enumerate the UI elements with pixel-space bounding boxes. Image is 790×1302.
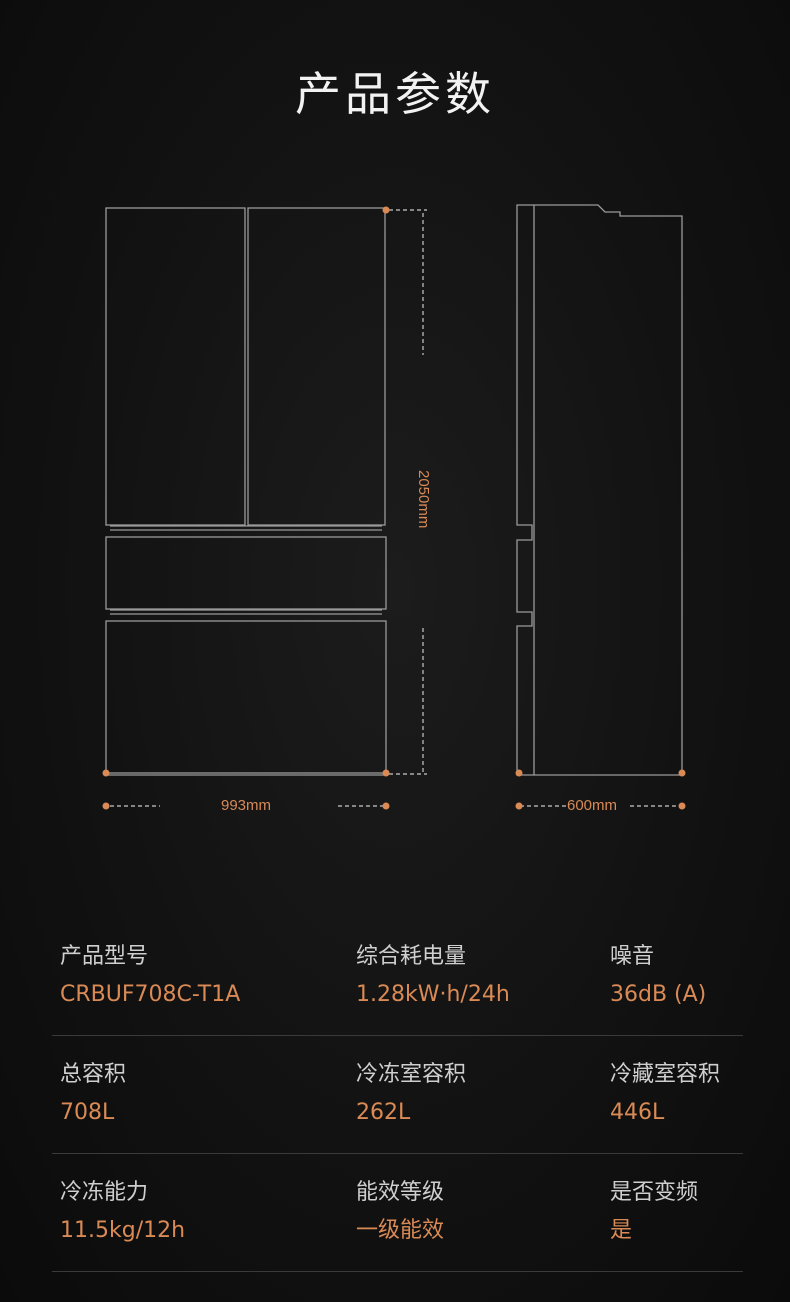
- spec-row: 总容积 708L 冷冻室容积 262L 冷藏室容积 446L: [52, 1036, 743, 1154]
- spec-cell: 冷冻室容积 262L: [356, 1060, 466, 1128]
- spec-value: 708L: [60, 1100, 115, 1125]
- spec-label: 冷冻能力: [60, 1180, 149, 1205]
- spec-cell: 是否变频 是: [610, 1178, 698, 1246]
- spec-value: 262L: [356, 1100, 411, 1125]
- spec-table: 产品型号 CRBUF708C-T1A 综合耗电量 1.28kW·h/24h 噪音…: [52, 918, 743, 1272]
- spec-label: 噪音: [610, 944, 655, 969]
- spec-cell: 噪音 36dB (A): [610, 942, 706, 1010]
- page-title: 产品参数: [295, 67, 495, 121]
- spec-value: 36dB (A): [610, 982, 707, 1007]
- width-dimension-label: 993mm: [221, 797, 272, 814]
- spec-label: 总容积: [60, 1062, 127, 1087]
- fridge-dimension-diagram: [102, 204, 686, 810]
- spec-label: 产品型号: [60, 944, 149, 969]
- dim-dot: [382, 206, 390, 214]
- spec-label: 是否变频: [610, 1180, 699, 1205]
- spec-cell: 总容积 708L: [60, 1060, 126, 1128]
- dim-dot: [678, 802, 686, 810]
- height-dimension-label: 2050mm: [415, 470, 432, 529]
- spec-label: 综合耗电量: [356, 944, 467, 969]
- spec-label: 冷藏室容积: [610, 1062, 721, 1087]
- spec-cell: 冷冻能力 11.5kg/12h: [60, 1178, 185, 1246]
- spec-cell: 能效等级 一级能效: [356, 1178, 444, 1246]
- spec-cell: 冷藏室容积 446L: [610, 1060, 720, 1128]
- dim-dot: [382, 802, 390, 810]
- front-bottom-drawer: [105, 620, 387, 774]
- dim-dot: [515, 802, 523, 810]
- dim-dot: [102, 802, 110, 810]
- spec-value: 11.5kg/12h: [60, 1218, 186, 1243]
- spec-value: CRBUF708C-T1A: [60, 982, 241, 1007]
- spec-cell: 综合耗电量 1.28kW·h/24h: [356, 942, 510, 1010]
- front-right-door: [247, 207, 386, 526]
- spec-value: 446L: [610, 1100, 665, 1125]
- spec-row: 产品型号 CRBUF708C-T1A 综合耗电量 1.28kW·h/24h 噪音…: [52, 918, 743, 1036]
- spec-label: 能效等级: [356, 1180, 445, 1205]
- dim-dot: [102, 769, 110, 777]
- spec-value: 是: [610, 1218, 633, 1243]
- dim-dot: [382, 769, 390, 777]
- front-middle-drawer: [105, 536, 387, 610]
- depth-dimension-label: 600mm: [567, 797, 618, 814]
- front-left-door: [105, 207, 246, 526]
- dim-dot: [678, 769, 686, 777]
- spec-value: 1.28kW·h/24h: [356, 982, 510, 1007]
- side-profile: [516, 204, 683, 776]
- spec-label: 冷冻室容积: [356, 1062, 467, 1087]
- spec-value: 一级能效: [356, 1218, 445, 1243]
- spec-row: 冷冻能力 11.5kg/12h 能效等级 一级能效 是否变频 是: [52, 1154, 743, 1272]
- spec-cell: 产品型号 CRBUF708C-T1A: [60, 942, 240, 1010]
- dim-dot: [515, 769, 523, 777]
